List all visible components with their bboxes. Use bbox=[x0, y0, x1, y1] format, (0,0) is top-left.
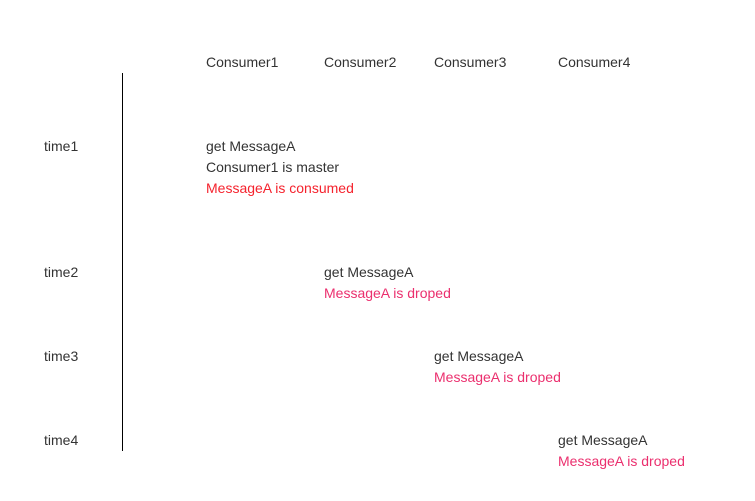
time1-consumed-text: MessageA is consumed bbox=[206, 180, 354, 196]
time-axis-line bbox=[122, 73, 123, 451]
time3-droped-text: MessageA is droped bbox=[434, 369, 561, 385]
time4-get-message-text: get MessageA bbox=[558, 432, 648, 448]
time3-get-message-text: get MessageA bbox=[434, 348, 524, 364]
time4-label: time4 bbox=[44, 432, 79, 448]
time2-label: time2 bbox=[44, 264, 79, 280]
consumer2-header: Consumer2 bbox=[324, 54, 397, 70]
consumer1-header: Consumer1 bbox=[206, 54, 279, 70]
consumer3-header: Consumer3 bbox=[434, 54, 507, 70]
consumer4-header: Consumer4 bbox=[558, 54, 631, 70]
time4-droped-text: MessageA is droped bbox=[558, 453, 685, 469]
time3-label: time3 bbox=[44, 348, 79, 364]
time2-droped-text: MessageA is droped bbox=[324, 285, 451, 301]
time1-get-message-text: get MessageA bbox=[206, 138, 296, 154]
time2-get-message-text: get MessageA bbox=[324, 264, 414, 280]
time1-master-text: Consumer1 is master bbox=[206, 159, 340, 175]
time1-label: time1 bbox=[44, 138, 79, 154]
